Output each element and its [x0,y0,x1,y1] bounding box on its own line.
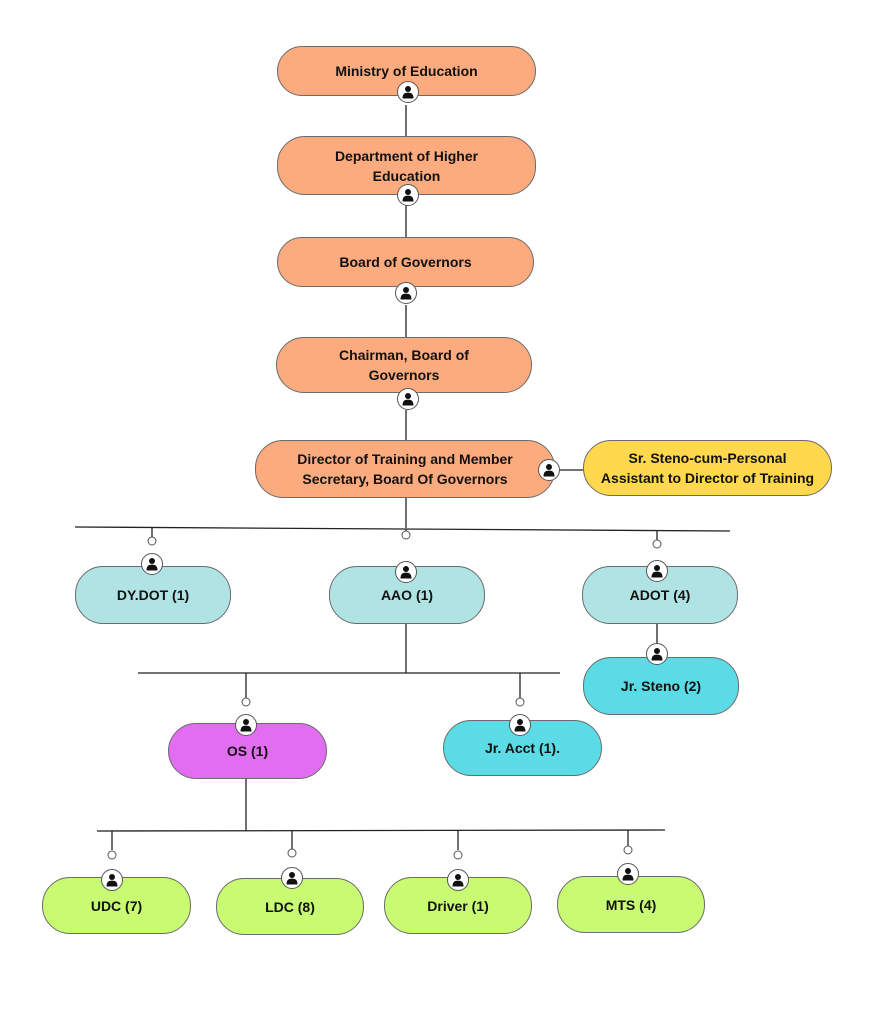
node-label: Chairman, Board of Governors [339,347,469,383]
node-driver: Driver (1) [384,877,532,934]
node-label: Director of Training and Member Secretar… [297,451,513,487]
person-icon [646,643,668,665]
person-icon [397,81,419,103]
person-icon [235,714,257,736]
person-icon [101,869,123,891]
node-label: Driver (1) [427,897,489,914]
node-label: UDC (7) [90,897,143,914]
node-label: AAO (1) [380,587,434,603]
node-label: Ministry of Education [335,63,478,79]
node-board-of-governors: Board of Governors [277,237,534,287]
person-icon [447,869,469,891]
node-label: Jr. Steno (2) [620,678,702,694]
node-label: OS (1) [226,743,269,759]
person-icon [141,553,163,575]
person-icon [538,459,560,481]
node-label: Sr. Steno-cum-Personal Assistant to Dire… [600,450,815,486]
node-director-of-training: Director of Training and Member Secretar… [255,440,555,498]
node-label: Department of Higher Education [334,147,479,184]
node-label: ADOT (4) [629,587,691,603]
person-icon [281,867,303,889]
node-mts: MTS (4) [557,876,705,933]
node-sr-steno-pa: Sr. Steno-cum-Personal Assistant to Dire… [583,440,832,496]
person-icon [509,714,531,736]
person-icon [395,561,417,583]
person-icon [395,282,417,304]
person-icon [397,184,419,206]
person-icon [617,863,639,885]
node-label: MTS (4) [605,896,657,913]
node-label: LDC (8) [265,898,315,915]
node-department-higher-education: Department of Higher Education [277,136,536,195]
node-label: Jr. Acct (1). [485,740,560,756]
person-icon [397,388,419,410]
node-label: Board of Governors [339,254,472,270]
person-icon [646,560,668,582]
node-jr-steno: Jr. Steno (2) [583,657,739,715]
node-label: DY.DOT (1) [116,587,190,603]
node-chairman: Chairman, Board of Governors [276,337,532,393]
